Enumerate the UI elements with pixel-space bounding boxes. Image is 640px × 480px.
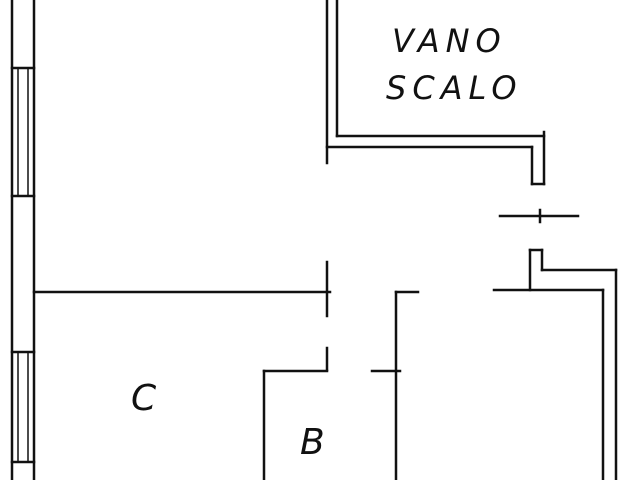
- stairwell-label-line2: SCALO: [386, 69, 523, 107]
- partition-wall-c: [32, 260, 332, 372]
- stairwell-wall: [325, 0, 546, 186]
- bathroom-wall-b: [262, 290, 420, 480]
- entrance-wall: [492, 248, 618, 480]
- room-b-label: B: [300, 422, 325, 463]
- room-c-label: C: [131, 378, 157, 419]
- window-lower: [17, 351, 29, 463]
- left-exterior-wall: [10, 0, 36, 480]
- window-upper: [17, 67, 29, 197]
- arrow-left-icon: [498, 208, 580, 224]
- stairwell-label-line1: VANO: [392, 22, 507, 60]
